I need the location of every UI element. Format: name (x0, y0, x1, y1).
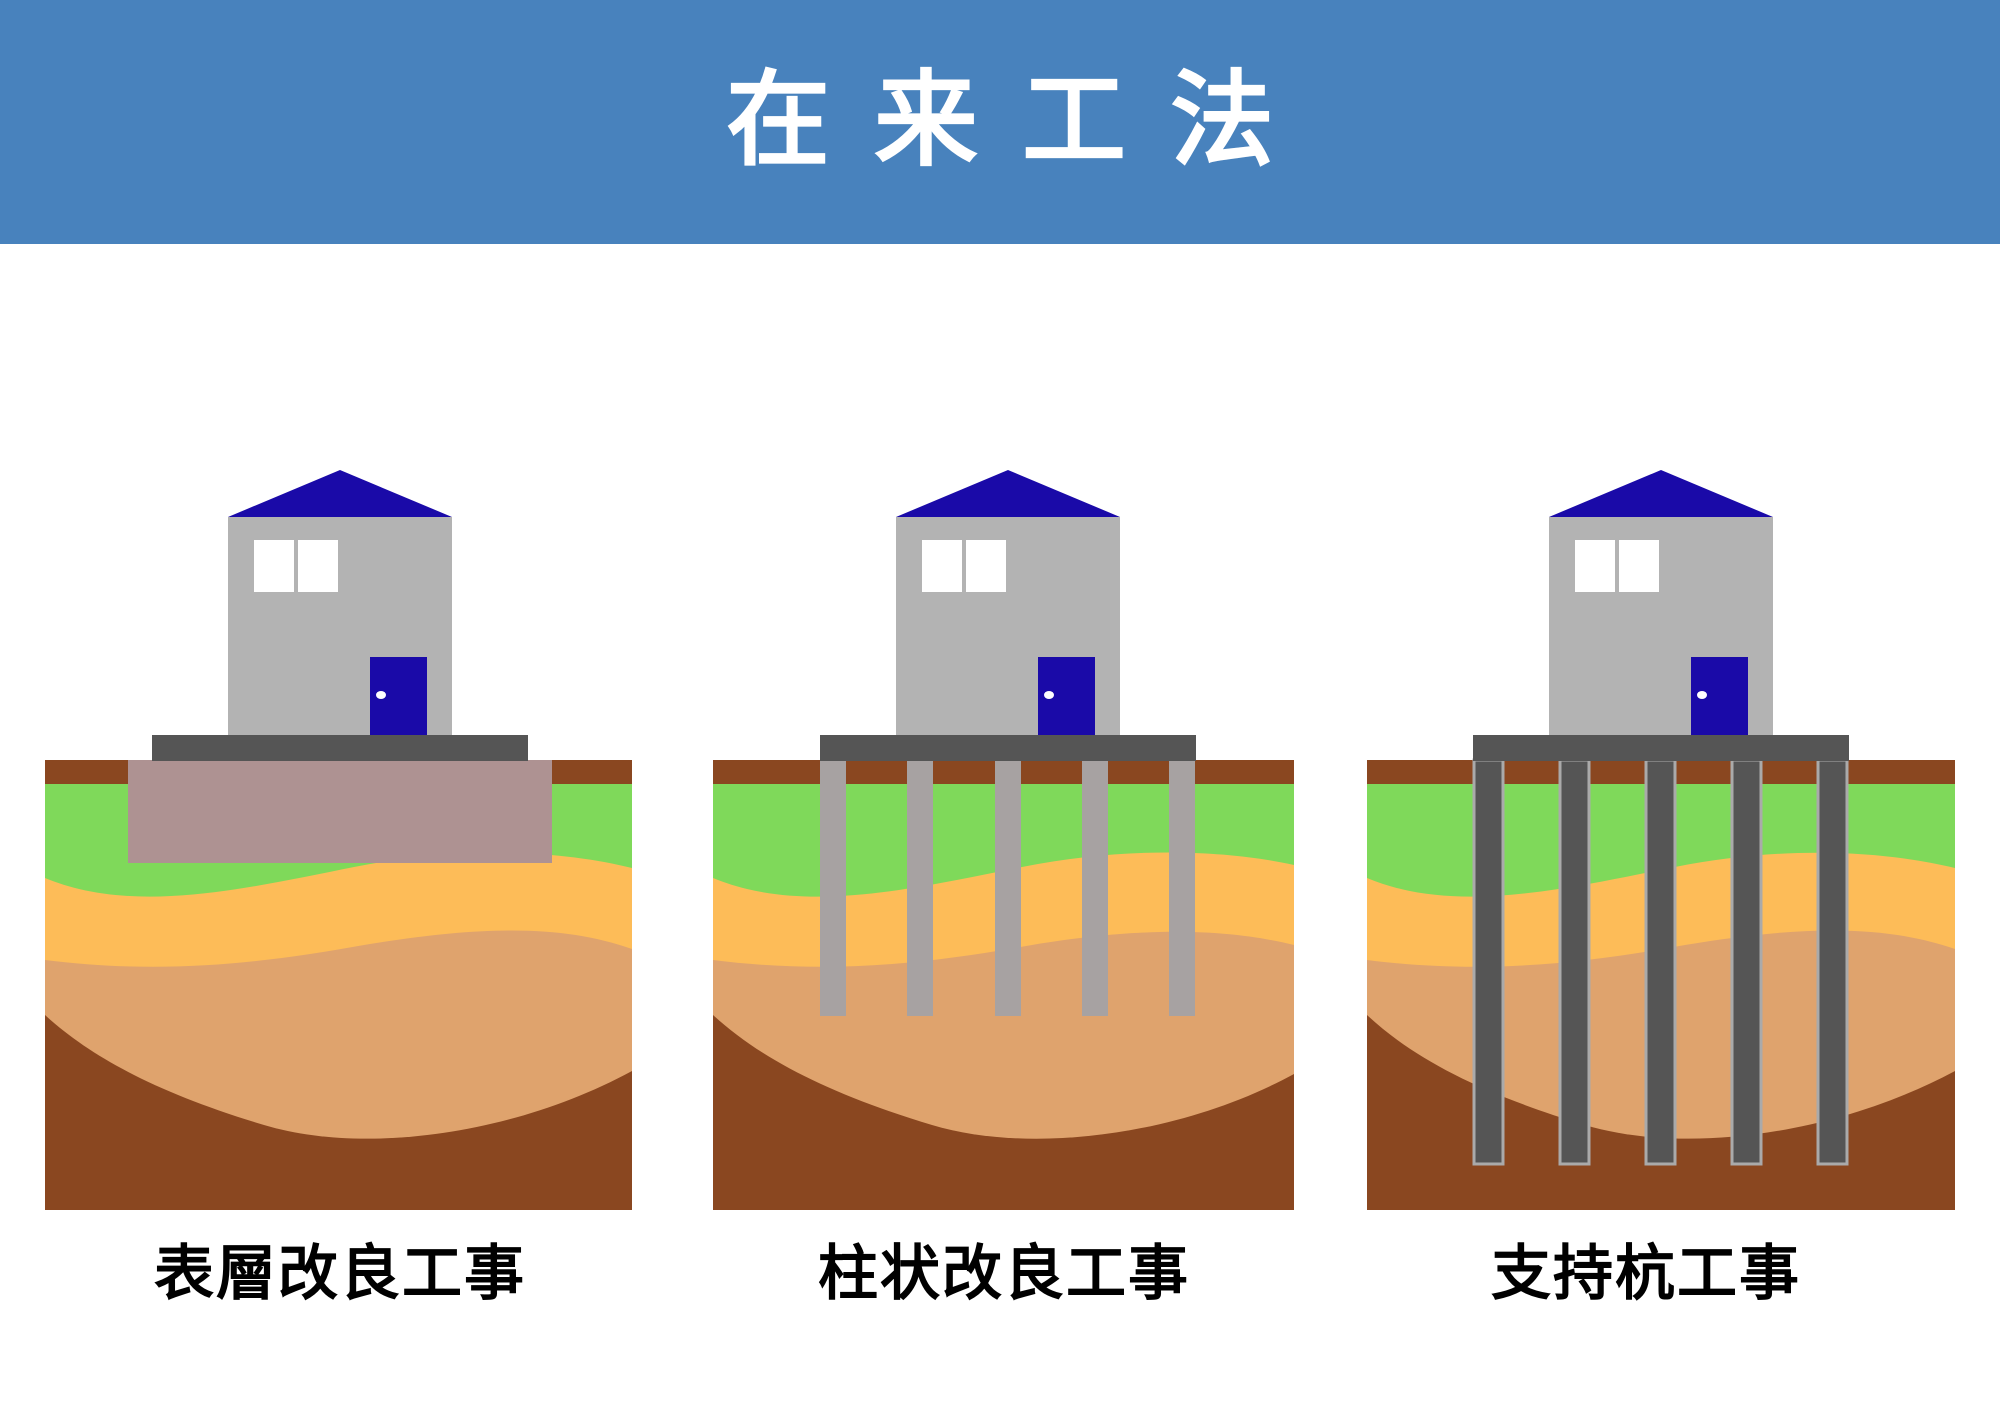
method-panel-column (712, 455, 1296, 1210)
window-icon (254, 540, 294, 592)
method-panel-surface (44, 455, 636, 1210)
ground-cross-section (713, 760, 1294, 1210)
steel-pile (1644, 758, 1677, 1166)
door-knob (1044, 691, 1054, 699)
house-icon (1549, 470, 1773, 739)
window-icon (966, 540, 1006, 592)
roof-icon (228, 470, 452, 517)
bearing-pile-diagram (1367, 470, 1955, 1210)
window-icon (1575, 540, 1615, 592)
foundation-slab (1473, 735, 1849, 761)
window-icon (1619, 540, 1659, 592)
foundation-slab (820, 735, 1196, 761)
house-icon (228, 470, 452, 739)
soil-cement-column (1082, 760, 1108, 1016)
steel-pile (1558, 758, 1591, 1166)
soil-cement-column (1169, 760, 1195, 1016)
window-icon (298, 540, 338, 592)
roof-icon (896, 470, 1120, 517)
surface-improvement-block (128, 760, 552, 863)
door-knob (376, 691, 386, 699)
method-panel-pile (1365, 455, 1957, 1210)
window-icon (922, 540, 962, 592)
steel-pile (1472, 758, 1505, 1166)
house-icon (896, 470, 1120, 739)
method-label-surface: 表層改良工事 (154, 1239, 526, 1309)
method-label-pile: 支持杭工事 (1491, 1239, 1801, 1309)
soil-cement-column (820, 760, 846, 1016)
page-title: 在来工法 (725, 59, 1318, 181)
column-improvement-diagram (713, 470, 1294, 1210)
method-label-column: 柱状改良工事 (818, 1239, 1190, 1309)
header-banner: 在来工法 (0, 0, 2000, 244)
surface-improvement-diagram (45, 470, 632, 1210)
foundation-slab (152, 735, 528, 761)
roof-icon (1549, 470, 1773, 517)
steel-pile (1730, 758, 1763, 1166)
soil-cement-column (995, 760, 1021, 1016)
door-knob (1697, 691, 1707, 699)
soil-cement-column (907, 760, 933, 1016)
steel-pile (1816, 758, 1849, 1166)
